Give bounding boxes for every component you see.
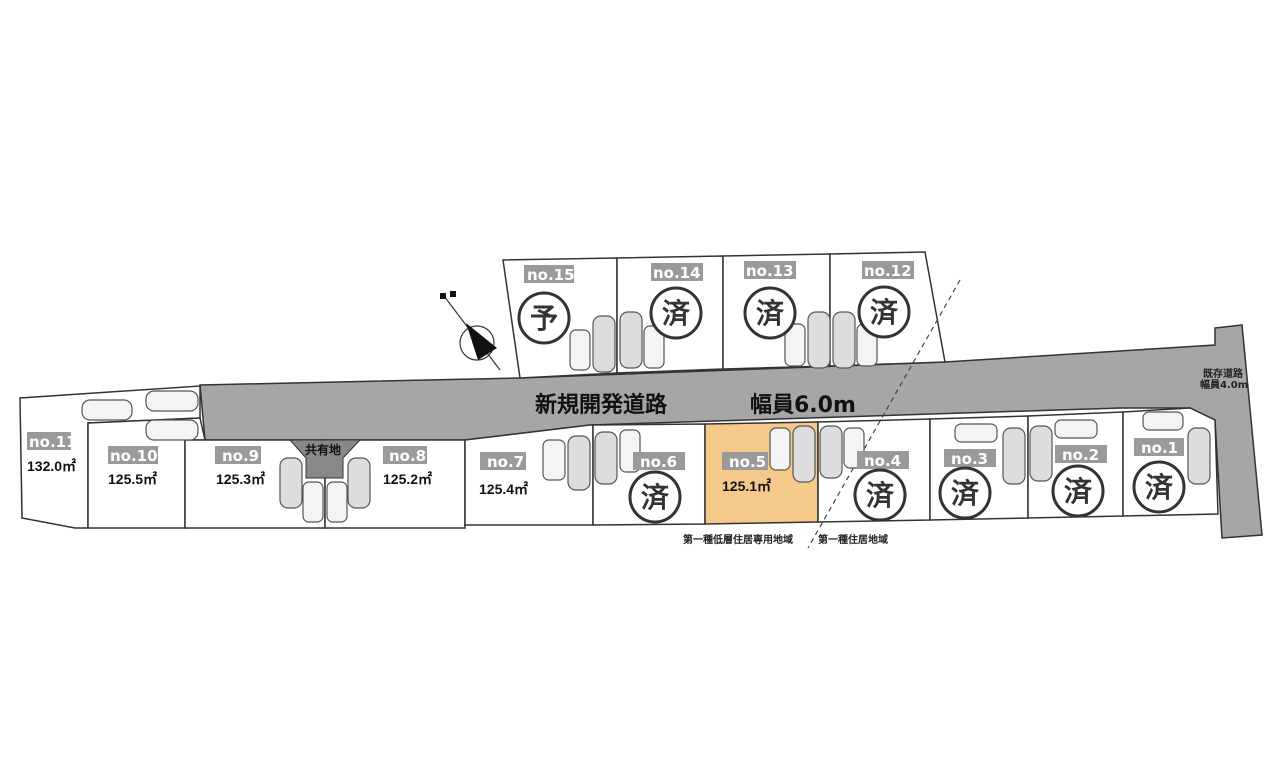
lot-number: no.10 <box>110 447 158 465</box>
existing-road-width: 幅員4.0m <box>1200 378 1248 391</box>
lot-badge <box>1134 438 1184 456</box>
parking-cars <box>81 311 1211 523</box>
lot-badge <box>1055 445 1107 463</box>
svg-text:済: 済 <box>1064 475 1093 508</box>
svg-text:済: 済 <box>866 479 895 512</box>
lot-badge <box>744 261 796 279</box>
sold-stamp: 済 <box>853 468 907 522</box>
lot-number: no.13 <box>746 262 794 280</box>
lot-badge <box>27 432 71 450</box>
lot-number: no.11 <box>29 433 77 451</box>
svg-text:済: 済 <box>870 296 899 329</box>
lot-badge <box>944 449 996 467</box>
svg-text:済: 済 <box>662 297 691 330</box>
sold-stamp: 予 <box>517 291 571 345</box>
sold-stamp: 済 <box>857 285 911 339</box>
sold-stamp: 済 <box>649 286 703 340</box>
svg-text:済: 済 <box>756 297 785 330</box>
lot-number: no.5 <box>729 453 766 471</box>
svg-text:済: 済 <box>1145 471 1174 504</box>
lot-area: 125.5㎡ <box>108 471 157 487</box>
lot-area: 125.1㎡ <box>722 478 771 494</box>
lot-number: no.12 <box>864 262 912 280</box>
lot-number: no.3 <box>951 450 988 468</box>
common-land-label: 共有地 <box>305 442 341 457</box>
lot-number: no.9 <box>222 447 259 465</box>
lot-number: no.14 <box>653 264 701 282</box>
lot-number: no.8 <box>389 447 426 465</box>
status-stamps: 予 済 済 済 済 済 済 済 済 <box>517 285 1186 524</box>
north-arrow-icon <box>440 291 501 371</box>
common-land <box>288 439 362 479</box>
lot-badge <box>722 452 768 470</box>
svg-text:済: 済 <box>951 477 980 510</box>
lot-number: no.6 <box>640 453 677 471</box>
svg-text:予: 予 <box>530 302 558 335</box>
lot-badge <box>383 446 427 464</box>
sold-stamp: 済 <box>628 470 682 524</box>
lot-labels: no.15 no.14 no.13 no.12 no.11 132.0㎡ no.… <box>27 261 1184 497</box>
svg-text:済: 済 <box>641 481 670 514</box>
lot-badge <box>862 261 914 279</box>
lot-badge <box>651 263 703 281</box>
lot-number: no.1 <box>1141 439 1178 457</box>
lot-area: 132.0㎡ <box>27 458 76 474</box>
lot-area: 125.4㎡ <box>479 481 528 497</box>
lot-number: no.15 <box>527 266 575 284</box>
lot-badge <box>524 265 574 283</box>
lot-number: no.2 <box>1062 446 1099 464</box>
road-name: 新規開発道路 <box>535 392 668 418</box>
zone-left-label: 第一種低層住居専用地域 <box>683 533 793 546</box>
lot-number: no.4 <box>864 452 901 470</box>
sold-stamp: 済 <box>938 466 992 520</box>
existing-road-label: 既存道路 <box>1203 367 1244 380</box>
lot-number: no.7 <box>487 453 524 471</box>
lot-badge <box>857 451 909 469</box>
road-width: 幅員6.0m <box>750 393 856 418</box>
lot-area: 125.2㎡ <box>383 471 432 487</box>
lot-badge <box>480 452 526 470</box>
lot-badge <box>215 446 261 464</box>
zone-right-label: 第一種住居地域 <box>818 533 888 546</box>
lot-area: 125.3㎡ <box>216 471 265 487</box>
lot-badge <box>108 446 158 464</box>
lot-badge <box>633 452 685 470</box>
zone-boundary <box>807 279 961 549</box>
sold-stamp: 済 <box>743 286 797 340</box>
sold-stamp: 済 <box>1051 464 1105 518</box>
sold-stamp: 済 <box>1132 460 1186 514</box>
